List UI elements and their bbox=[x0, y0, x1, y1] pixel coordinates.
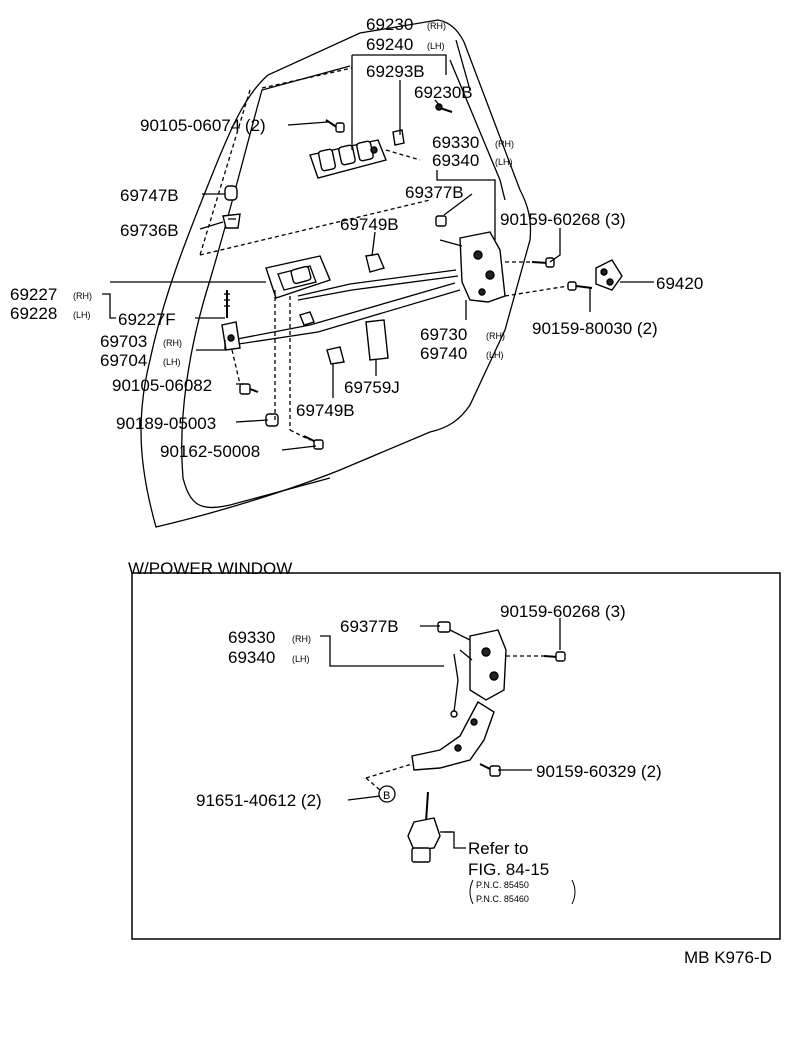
label-69749B-upper: 69749B bbox=[340, 215, 399, 234]
pad-69759J-icon bbox=[365, 319, 389, 361]
pw-label-90159-60268: 90159-60268 (3) bbox=[500, 602, 626, 621]
label-69377B: 69377B bbox=[405, 183, 464, 202]
pnc-85460: P.N.C. 85460 bbox=[476, 894, 529, 904]
power-window-title: W/POWER WINDOW bbox=[128, 559, 292, 578]
bolt-90105-06082-icon bbox=[239, 383, 259, 395]
label-69228-side: (LH) bbox=[73, 310, 91, 320]
label-69730-side: (RH) bbox=[486, 331, 505, 341]
label-69704: 69704 bbox=[100, 351, 147, 370]
label-69420: 69420 bbox=[656, 274, 703, 293]
label-69227: 69227 bbox=[10, 285, 57, 304]
clip-69230B-icon bbox=[392, 129, 405, 146]
label-69703: 69703 bbox=[100, 332, 147, 351]
label-69740: 69740 bbox=[420, 344, 467, 363]
top-leader-lines bbox=[102, 39, 654, 451]
striker-69420 bbox=[595, 259, 623, 291]
label-90159-60268: 90159-60268 (3) bbox=[500, 210, 626, 229]
cap-69747B-icon bbox=[224, 185, 238, 201]
label-69228: 69228 bbox=[10, 304, 57, 323]
pw-label-69340: 69340 bbox=[228, 648, 275, 667]
screw-90105-06074-icon bbox=[325, 119, 345, 133]
label-69703-side: (RH) bbox=[163, 338, 182, 348]
pw-door-lock-motor bbox=[407, 791, 452, 863]
label-90189-05003: 90189-05003 bbox=[116, 414, 216, 433]
pnc-bracket-left bbox=[469, 879, 474, 905]
pw-label-69377B: 69377B bbox=[340, 617, 399, 636]
label-69227-side: (RH) bbox=[73, 291, 92, 301]
label-69340-side: (LH) bbox=[495, 157, 513, 167]
pw-label-90159-60329: 90159-60329 (2) bbox=[536, 762, 662, 781]
label-69704-side: (LH) bbox=[163, 357, 181, 367]
clip-69749B-lower-icon bbox=[326, 346, 345, 365]
label-69747B: 69747B bbox=[120, 186, 179, 205]
circle-b-marker bbox=[378, 785, 396, 803]
label-69759J: 69759J bbox=[344, 378, 400, 397]
clip-rod-icon bbox=[299, 311, 315, 326]
label-69749B-lower: 69749B bbox=[296, 401, 355, 420]
label-90105-06082: 90105-06082 bbox=[112, 376, 212, 395]
label-69240: 69240 bbox=[366, 35, 413, 54]
label-69240-side: (LH) bbox=[427, 41, 445, 51]
fig-reference: FIG. 84-15 bbox=[468, 860, 549, 879]
pnc-85450: P.N.C. 85450 bbox=[476, 880, 529, 890]
label-69293B: 69293B bbox=[366, 62, 425, 81]
label-90105-06074: 90105-06074 (2) bbox=[140, 116, 266, 135]
label-69740-side: (LH) bbox=[486, 350, 504, 360]
screw-90159-80030-icon bbox=[567, 281, 593, 291]
pw-bolt-90159-60329-icon bbox=[479, 763, 501, 777]
pw-label-69330-side: (RH) bbox=[292, 634, 311, 644]
label-69230B: 69230B bbox=[414, 83, 473, 102]
label-69330: 69330 bbox=[432, 133, 479, 152]
spring-69227F-icon bbox=[224, 290, 230, 318]
clip-69749B-upper-icon bbox=[365, 253, 385, 273]
inside-handle-69227 bbox=[265, 255, 331, 299]
control-rods bbox=[231, 269, 461, 346]
bolt-90162-50008-icon bbox=[303, 435, 324, 450]
pw-screw-90159-60268-icon bbox=[543, 651, 566, 662]
top-labels: 69230 (RH) 69240 (LH) 69293B 69230B 9010… bbox=[10, 15, 703, 461]
door-panel-outline bbox=[140, 19, 532, 528]
door-lock-69330 bbox=[435, 215, 506, 303]
pw-door-lock-assembly bbox=[411, 621, 507, 771]
label-69230: 69230 bbox=[366, 15, 413, 34]
refer-to-text: Refer to bbox=[468, 839, 528, 858]
pw-label-69330: 69330 bbox=[228, 628, 275, 647]
label-69736B: 69736B bbox=[120, 221, 179, 240]
label-90162-50008: 90162-50008 bbox=[160, 442, 260, 461]
circle-b-letter: B bbox=[383, 790, 390, 802]
power-window-section: W/POWER WINDOW bbox=[128, 559, 781, 940]
label-69730: 69730 bbox=[420, 325, 467, 344]
power-window-frame bbox=[131, 572, 781, 940]
pnc-bracket-right bbox=[571, 879, 576, 905]
label-90159-80030: 90159-80030 (2) bbox=[532, 319, 658, 338]
pw-label-69340-side: (LH) bbox=[292, 654, 310, 664]
screw-90159-60268-icon bbox=[531, 257, 555, 268]
label-69230-side: (RH) bbox=[427, 21, 446, 31]
inside-handle-frame bbox=[309, 139, 387, 179]
diagram-code: MB K976-D bbox=[684, 948, 772, 967]
bezel-69736B-icon bbox=[222, 213, 241, 229]
bolt-69230B-icon bbox=[435, 103, 453, 113]
pw-label-91651-40612: 91651-40612 (2) bbox=[196, 791, 322, 810]
label-69330-side: (RH) bbox=[495, 139, 514, 149]
label-69227F: 69227F bbox=[118, 310, 176, 329]
label-69340: 69340 bbox=[432, 151, 479, 170]
